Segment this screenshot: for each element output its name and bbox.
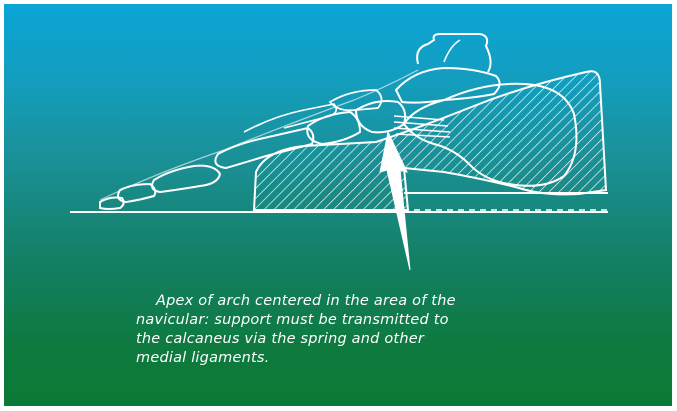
fibula-bone bbox=[444, 40, 460, 62]
caption: Apex of arch centered in the area of the… bbox=[136, 292, 556, 368]
proximal-phalanx bbox=[152, 166, 220, 192]
caption-line-1: Apex of arch centered in the area of the bbox=[136, 292, 556, 311]
caption-line-3: the calcaneus via the spring and other bbox=[136, 330, 556, 349]
cuneiform-upper-bone bbox=[330, 90, 382, 110]
slide-background: Apex of arch centered in the area of the… bbox=[4, 4, 672, 406]
metatarsal-upper-bone bbox=[244, 104, 336, 132]
cuneiform-bone bbox=[307, 112, 360, 144]
caption-line-4: medial ligaments. bbox=[136, 349, 556, 368]
caption-line-2: navicular: support must be transmitted t… bbox=[136, 311, 556, 330]
tibia-bone bbox=[417, 34, 490, 72]
